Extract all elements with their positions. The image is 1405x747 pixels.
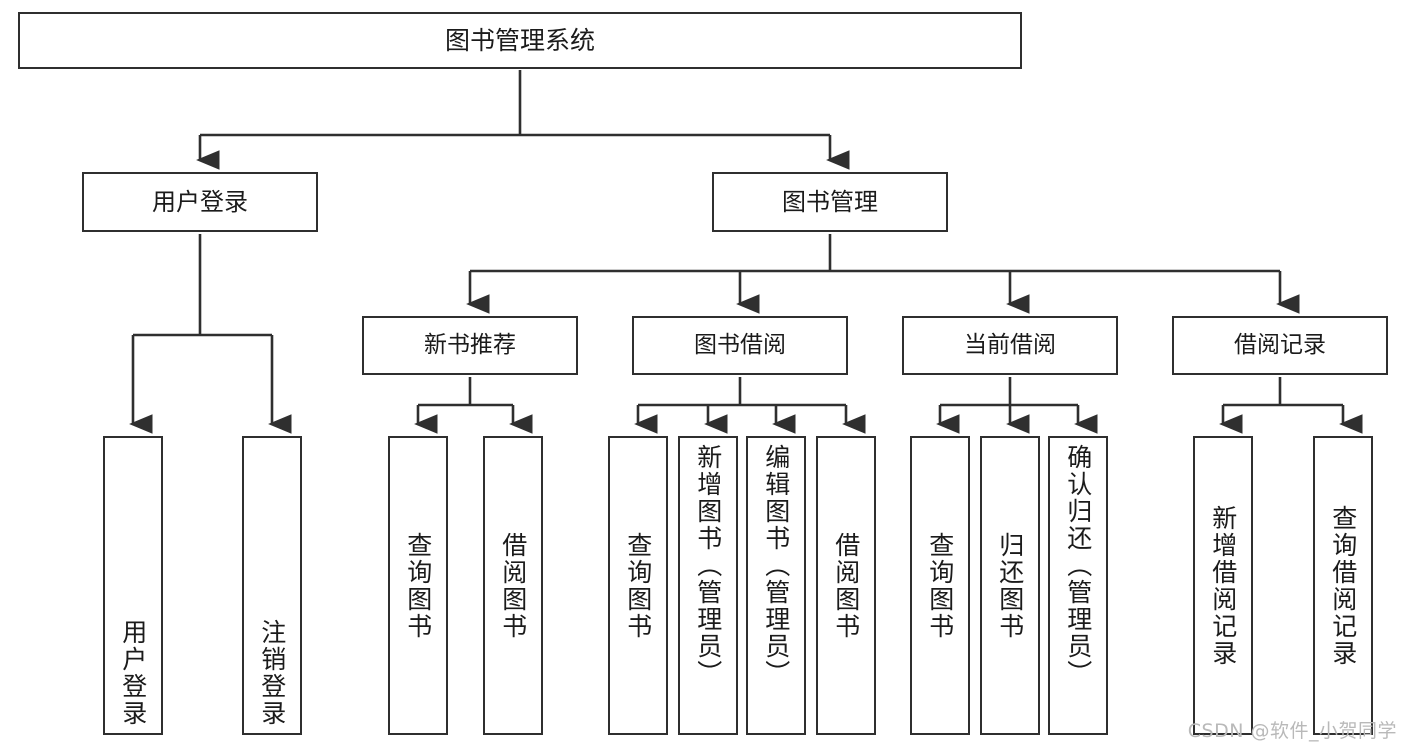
leaf-label: 新增图书（管理员） <box>693 444 723 687</box>
node-book-management-label: 图书管理 <box>782 187 878 216</box>
node-new-book-recommend-label: 新书推荐 <box>424 331 516 358</box>
node-current-borrow-label: 当前借阅 <box>964 331 1056 358</box>
leaf-label: 注销登录 <box>257 619 287 727</box>
leaf-label: 新增借阅记录 <box>1208 504 1238 667</box>
leaf-label: 查询图书 <box>623 531 653 640</box>
leaf-label: 归还图书 <box>995 531 1025 640</box>
leaf-user-login-logout[interactable]: 注销登录 <box>242 436 302 735</box>
leaf-label: 借阅图书 <box>498 531 528 640</box>
leaf-new-book-borrow[interactable]: 借阅图书 <box>483 436 543 735</box>
leaf-label: 查询借阅记录 <box>1328 504 1358 667</box>
node-root[interactable]: 图书管理系统 <box>18 12 1022 69</box>
leaf-label: 用户登录 <box>118 619 148 727</box>
node-book-management[interactable]: 图书管理 <box>712 172 948 232</box>
node-borrow-record-label: 借阅记录 <box>1234 331 1326 358</box>
node-user-login[interactable]: 用户登录 <box>82 172 318 232</box>
leaf-current-confirm-return-admin[interactable]: 确认归还（管理员） <box>1048 436 1108 735</box>
node-book-borrow[interactable]: 图书借阅 <box>632 316 848 375</box>
leaf-new-book-query[interactable]: 查询图书 <box>388 436 448 735</box>
node-current-borrow[interactable]: 当前借阅 <box>902 316 1118 375</box>
leaf-label: 查询图书 <box>925 531 955 640</box>
leaf-borrow-edit-book-admin[interactable]: 编辑图书（管理员） <box>746 436 806 735</box>
leaf-record-query[interactable]: 查询借阅记录 <box>1313 436 1373 735</box>
leaf-borrow-query-book[interactable]: 查询图书 <box>608 436 668 735</box>
node-root-label: 图书管理系统 <box>444 25 595 55</box>
watermark: CSDN @软件_小贺同学 <box>1187 720 1397 742</box>
node-new-book-recommend[interactable]: 新书推荐 <box>362 316 578 375</box>
leaf-current-return-book[interactable]: 归还图书 <box>980 436 1040 735</box>
node-borrow-record[interactable]: 借阅记录 <box>1172 316 1388 375</box>
leaf-label: 确认归还（管理员） <box>1063 444 1093 687</box>
leaf-borrow-borrow-book[interactable]: 借阅图书 <box>816 436 876 735</box>
leaf-label: 查询图书 <box>403 531 433 640</box>
leaf-label: 借阅图书 <box>831 531 861 640</box>
node-user-login-label: 用户登录 <box>152 187 248 216</box>
leaf-label: 编辑图书（管理员） <box>761 444 791 687</box>
leaf-borrow-add-book-admin[interactable]: 新增图书（管理员） <box>678 436 738 735</box>
leaf-current-query-book[interactable]: 查询图书 <box>910 436 970 735</box>
leaf-user-login-login[interactable]: 用户登录 <box>103 436 163 735</box>
leaf-record-add[interactable]: 新增借阅记录 <box>1193 436 1253 735</box>
node-book-borrow-label: 图书借阅 <box>694 331 786 358</box>
